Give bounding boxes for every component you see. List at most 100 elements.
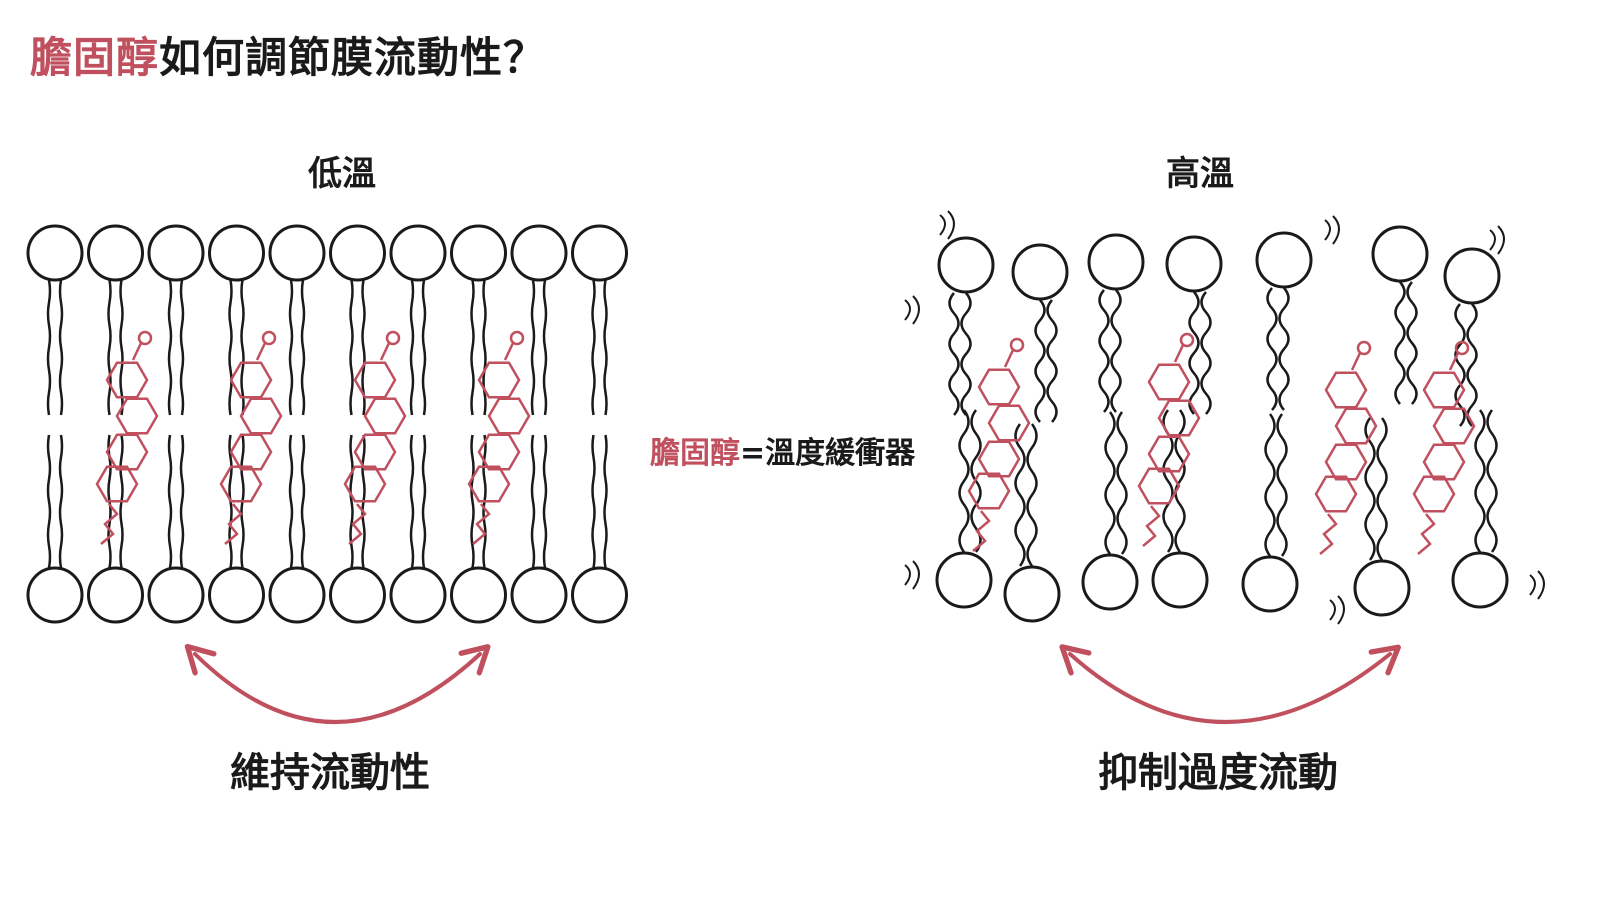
lipid-tail <box>228 279 233 416</box>
hydrocarbon-tail <box>972 510 991 552</box>
page-title: 膽固醇如何調節膜流動性？ <box>30 24 546 85</box>
lipid-tail <box>1014 423 1026 567</box>
phospholipid-head <box>510 566 568 624</box>
hydroxyl-group <box>137 330 153 346</box>
hydrocarbon-tail <box>1142 505 1161 547</box>
cholesterol-buffer-note: 膽固醇=溫度緩衝器 <box>650 428 915 472</box>
motion-mark <box>904 564 911 586</box>
lipid-tail <box>530 279 536 416</box>
phospholipid-head <box>571 566 628 624</box>
cholesterol-molecule <box>343 330 407 545</box>
lipid-tail <box>530 434 536 569</box>
lipid-tail <box>1454 303 1466 427</box>
low-temp-cycle-arrow <box>184 643 491 724</box>
cholesterol-molecule <box>967 337 1031 552</box>
phospholipid-head <box>147 224 205 282</box>
phospholipid-head <box>1165 235 1223 293</box>
lipid-tail <box>1116 411 1128 555</box>
lipid-tail <box>1104 411 1116 555</box>
steroid-ring <box>1324 443 1368 481</box>
lipid-tail <box>1264 413 1276 557</box>
cholesterol-molecule <box>219 330 283 545</box>
lipid-tail <box>349 279 354 416</box>
lipid-tail <box>179 434 185 569</box>
steroid-ring <box>1422 371 1466 409</box>
lipid-tail <box>179 279 185 416</box>
steroid-ring <box>1314 475 1358 513</box>
motion-mark <box>912 295 920 325</box>
hydroxyl-group <box>385 330 401 346</box>
lipid-tail <box>1278 287 1290 411</box>
steroid-ring <box>229 361 273 399</box>
lipid-tail <box>300 434 306 569</box>
high-temp-membrane <box>904 210 1545 625</box>
cholesterol-molecule <box>1137 332 1201 547</box>
lipid-tail <box>167 279 173 416</box>
hydroxyl-group <box>1356 340 1372 356</box>
title-rest: 如何調節膜流動性？ <box>159 33 547 82</box>
hydroxyl-bond <box>379 342 391 361</box>
note-highlight: 膽固醇 <box>650 436 740 471</box>
steroid-ring <box>1324 371 1368 409</box>
lipid-tail <box>1394 281 1406 405</box>
phospholipid-head <box>1371 225 1429 283</box>
motion-mark <box>947 210 955 240</box>
lipid-tail <box>409 434 415 569</box>
phospholipid-head <box>510 224 568 282</box>
cholesterol-molecule <box>1314 340 1378 555</box>
lipid-tail <box>1364 417 1376 561</box>
lipid-tail <box>46 279 52 416</box>
steroid-ring <box>229 433 273 471</box>
lipid-tail <box>421 434 427 569</box>
phospholipid-head <box>937 236 995 294</box>
phospholipid-head <box>935 551 993 609</box>
steroid-ring <box>1157 399 1201 437</box>
lipid-tail <box>349 434 354 569</box>
phospholipid-head <box>450 224 507 282</box>
high-temp-cycle-arrow <box>1059 644 1401 724</box>
phospholipid-head <box>1255 231 1313 289</box>
lipid-tail <box>1376 417 1388 561</box>
phospholipid-head <box>1087 233 1145 291</box>
lipid-tail <box>542 434 548 569</box>
motion-mark <box>912 560 920 590</box>
lipid-tail <box>1486 409 1498 553</box>
motion-mark <box>939 214 946 236</box>
phospholipid-head <box>389 566 447 624</box>
phospholipid-head <box>329 566 386 624</box>
lipid-tail <box>1034 299 1046 423</box>
hydroxyl-bond <box>1173 344 1185 363</box>
lipid-tail <box>107 279 112 416</box>
lipid-tail <box>1098 289 1110 413</box>
phospholipid-head <box>1081 553 1139 611</box>
phospholipid-head <box>1241 555 1299 613</box>
cholesterol-molecule <box>467 330 531 545</box>
lipid-tail <box>300 279 306 416</box>
steroid-ring <box>115 397 159 435</box>
steroid-ring <box>1412 475 1456 513</box>
lipid-tail <box>948 292 960 416</box>
phospholipid-head <box>208 566 265 624</box>
steroid-ring <box>1334 407 1378 445</box>
lipid-tail <box>960 292 972 416</box>
high-temp-caption: 抑制過度流動 <box>1098 750 1338 796</box>
motion-mark <box>1332 215 1340 245</box>
hydroxyl-bond <box>131 342 143 361</box>
steroid-ring <box>477 433 521 471</box>
steroid-ring <box>467 465 511 503</box>
lipid-tail <box>167 434 173 569</box>
lipid-tail <box>591 279 596 416</box>
phospholipid-head <box>87 566 144 624</box>
lipid-tail <box>1026 423 1038 567</box>
steroid-ring <box>353 361 397 399</box>
hydroxyl-group <box>1179 332 1195 348</box>
low-temp-caption: 維持流動性 <box>230 750 430 796</box>
steroid-ring <box>987 404 1031 442</box>
note-rest: 溫度緩衝器 <box>765 436 916 471</box>
hydroxyl-group <box>1454 340 1470 356</box>
lipid-tail <box>1276 413 1288 557</box>
phospholipid-head <box>329 224 386 282</box>
hydrocarbon-tail <box>1319 513 1338 555</box>
hydroxyl-group <box>509 330 525 346</box>
